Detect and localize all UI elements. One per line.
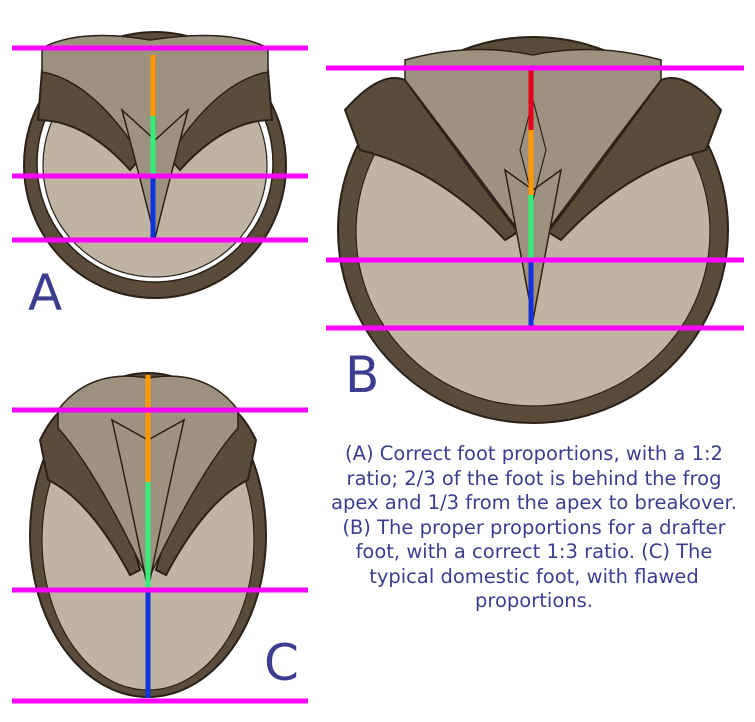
hoof-b-bar-left (343, 77, 520, 242)
hoof-c-guides (12, 407, 308, 704)
panel-label-b: B (345, 346, 380, 404)
hoof-b-guides (326, 65, 744, 331)
hoof-b-bar-right (546, 77, 723, 242)
hoof-a-guides (12, 45, 308, 243)
panel-label-c: C (264, 634, 299, 692)
panel-label-a: A (28, 264, 63, 322)
figure-caption: (A) Correct foot proportions, with a 1:2… (331, 442, 737, 612)
